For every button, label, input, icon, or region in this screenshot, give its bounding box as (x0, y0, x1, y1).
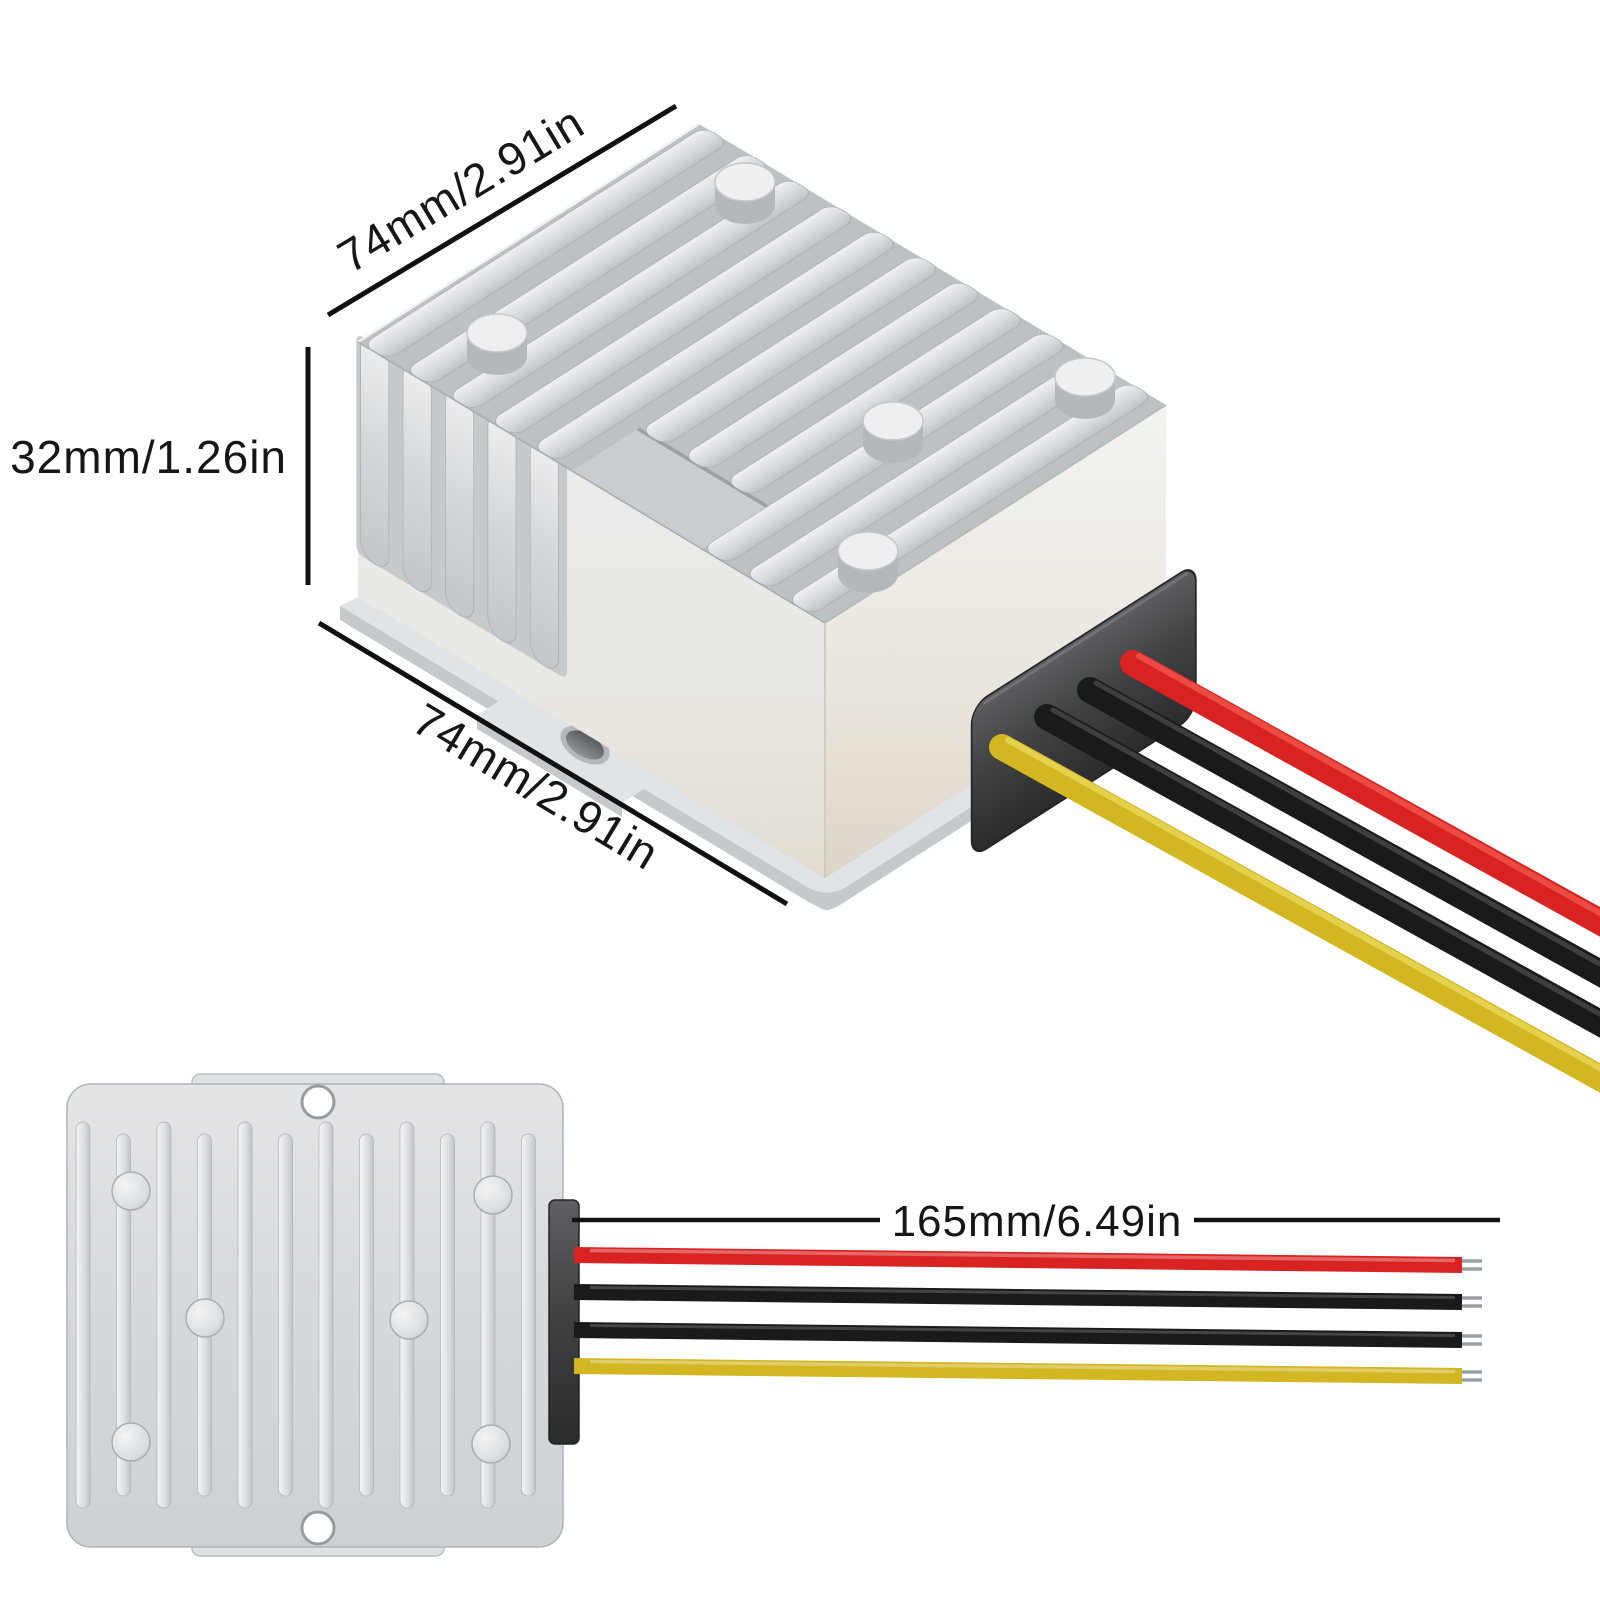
heatsink-fins-top-view (75, 1121, 536, 1509)
wires-3d (989, 650, 1600, 1093)
wire-black-2 (573, 1322, 1463, 1348)
dimension-line-front-edge (317, 620, 789, 907)
screw-boss (111, 1422, 151, 1462)
screw-boss (185, 1298, 225, 1338)
dimension-label-wire-length: 165mm/6.49in (892, 1197, 1183, 1246)
front-top-edge (357, 341, 826, 624)
wire-yellow (989, 734, 1600, 1093)
wire-connector-top-view (548, 1199, 580, 1445)
screw-bosses-top-view (111, 1171, 513, 1464)
wire-black-2-highlight (589, 1324, 1456, 1337)
screw-boss (714, 162, 776, 224)
screw-boss (471, 1424, 511, 1464)
wire-red-highlight (1136, 653, 1600, 917)
dimension-height: 32mm/1.26in (10, 347, 311, 585)
screw-boss (111, 1171, 151, 1211)
wire-tips (1462, 1259, 1482, 1382)
wire-black-1 (1077, 677, 1600, 988)
heatsink-right-face (825, 405, 1166, 878)
dimension-label-height: 32mm/1.26in (10, 431, 287, 483)
wire-red (1120, 650, 1600, 937)
wire-black-2 (1034, 704, 1600, 1038)
perspective-view: 74mm/2.91in 32mm/1.26in 74mm/2.91in (10, 96, 1600, 1093)
dimension-wire-length: 165mm/6.49in (572, 1197, 1500, 1246)
wire-yellow-highlight (589, 1359, 1456, 1374)
screw-boss (389, 1300, 429, 1340)
screw-boss (473, 1175, 513, 1215)
screw-boss (837, 531, 899, 593)
wire-yellow-highlight (1005, 737, 1600, 1072)
wire-black-2-highlight (1050, 707, 1600, 1017)
screw-boss (466, 313, 528, 375)
wire-red (573, 1247, 1463, 1273)
wires-top-view (573, 1247, 1482, 1384)
wire-black-1-highlight (589, 1286, 1456, 1299)
screw-bosses-3d (466, 162, 1116, 593)
mounting-hole-top (300, 1084, 336, 1120)
screw-boss (1054, 357, 1116, 419)
top-view: 165mm/6.49in (66, 1073, 1500, 1557)
screw-boss (862, 401, 924, 463)
wire-black-1-highlight (1093, 680, 1600, 967)
top-left-edge (357, 122, 700, 344)
mounting-hole-bottom (300, 1510, 336, 1546)
wire-yellow (573, 1358, 1463, 1384)
wire-black-1 (573, 1284, 1463, 1310)
wire-red-highlight (589, 1248, 1456, 1263)
dimension-line-top-edge (326, 103, 678, 318)
heatsink-fin-caps (356, 336, 568, 677)
